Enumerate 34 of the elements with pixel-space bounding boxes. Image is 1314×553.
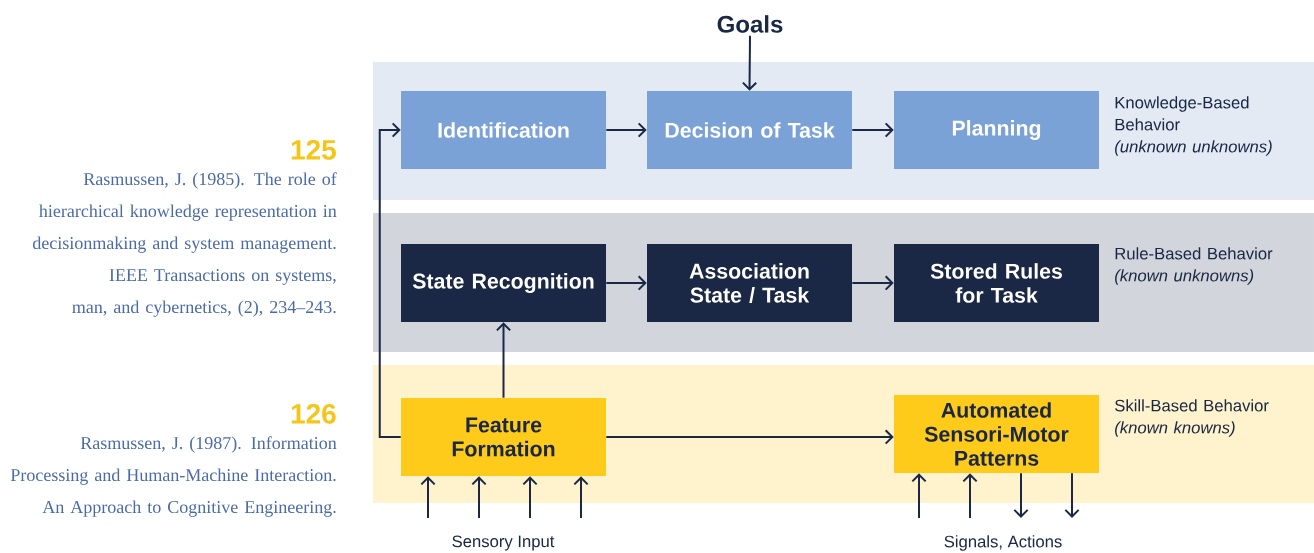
process-box: Planning (894, 91, 1099, 169)
number: 126 (291, 403, 336, 424)
arrow (605, 429, 894, 445)
process-box: Identification (401, 91, 606, 169)
arrow (851, 275, 894, 291)
reference-text: Rasmussen, J. (1985). The role of hierarchical knowledge representation in decisionmaking and system management. IEEE Transactions on systems, man, and cybernetics, (2), 234–243. (32, 172, 337, 317)
arrow (573, 476, 589, 519)
arrow (851, 122, 894, 138)
arrow (1064, 472, 1080, 518)
arrow (605, 122, 647, 138)
input-label: Sensory Input (452, 535, 555, 551)
process-box: State Recognition (401, 244, 606, 322)
input-label: Goals (717, 15, 783, 33)
level-label: Knowledge-Based Behavior (unknown unknowns) (1115, 96, 1272, 156)
arrow (605, 275, 647, 291)
number: 125 (291, 139, 336, 160)
arrow (522, 476, 538, 519)
arrow (1013, 472, 1029, 518)
process-box: Association State / Task (647, 244, 852, 322)
input-label: Signals, Actions (944, 535, 1062, 551)
reference-text: Rasmussen, J. (1987). Information Processing and Human-Machine Interaction. An Approach to Cognitive Engineering. (10, 436, 337, 517)
process-box: Decision of Task (647, 91, 852, 169)
arrow (911, 473, 927, 519)
arrow (378, 122, 402, 438)
level-label: Rule-Based Behavior (known unknowns) (1115, 247, 1273, 285)
arrow (962, 473, 978, 519)
process-box: Feature Formation (401, 398, 606, 476)
arrow (741, 34, 758, 91)
arrow (495, 322, 512, 399)
process-box: Stored Rules for Task (894, 244, 1099, 322)
arrow (471, 476, 487, 519)
level-label: Skill-Based Behavior (known knowns) (1115, 399, 1269, 437)
arrow (420, 476, 436, 519)
process-box: Automated Sensori-Motor Patterns (894, 395, 1099, 473)
